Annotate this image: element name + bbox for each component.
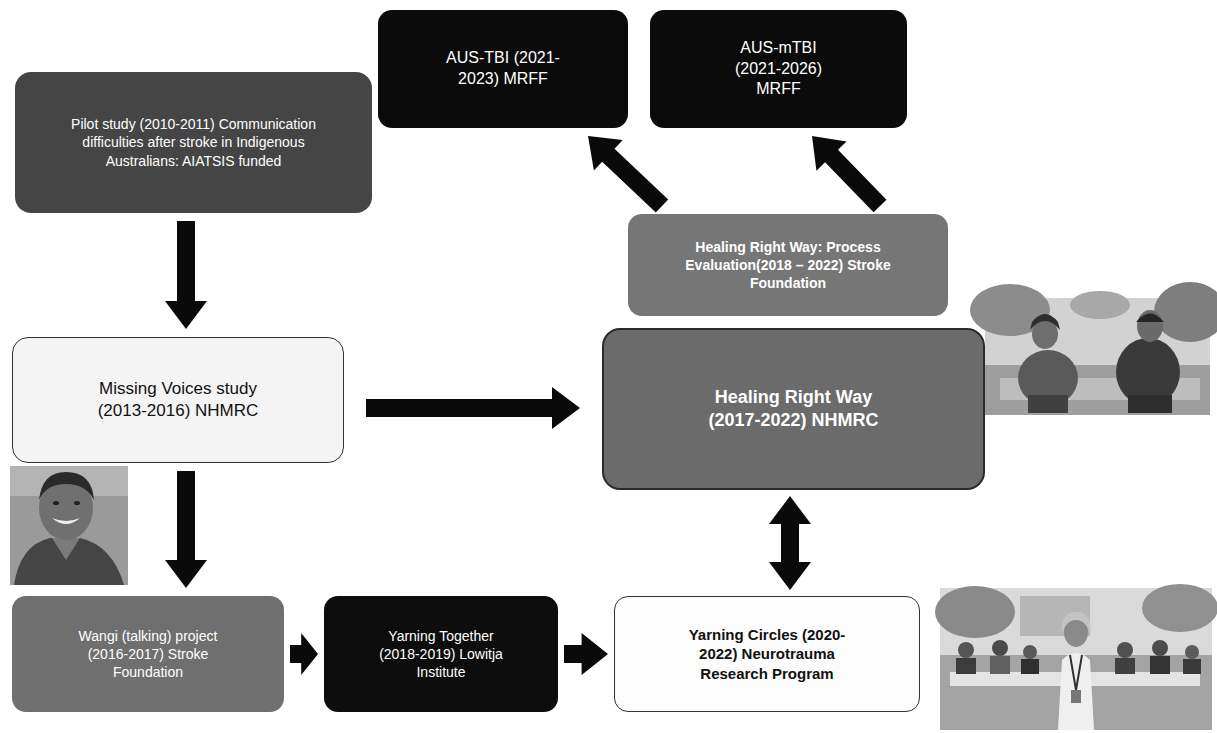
box-label: Healing Right Way: Process Evaluation(20…	[681, 238, 896, 293]
photo-shape	[1136, 314, 1164, 323]
photo-shape	[1070, 291, 1130, 319]
photo-shape	[1137, 310, 1163, 342]
photo-group-outdoors	[935, 584, 1217, 730]
photo-shape	[1150, 656, 1170, 674]
box-label: Wangi (talking) project (2016-2017) Stro…	[63, 627, 233, 682]
block-arrow	[564, 633, 608, 675]
photo-shape	[990, 656, 1010, 674]
photo-shape	[958, 642, 974, 658]
box-label: Healing Right Way (2017-2022) NHMRC	[694, 386, 894, 433]
photo-portrait	[10, 466, 128, 585]
project-box: Missing Voices study (2013-2016) NHMRC	[12, 337, 344, 463]
project-box: Yarning Together (2018-2019) Lowitja Ins…	[324, 596, 558, 712]
photo-shape	[956, 658, 976, 674]
block-arrow	[812, 136, 886, 212]
block-arrow	[290, 633, 318, 675]
block-arrow	[366, 387, 580, 429]
photo-shape	[53, 501, 59, 505]
photo-shape	[1028, 395, 1068, 413]
photo-shape	[935, 586, 1015, 638]
box-label: AUS-TBI (2021-2023) MRFF	[443, 48, 563, 90]
box-label: Pilot study (2010-2011) Communication di…	[69, 115, 319, 170]
photo-shape	[1152, 640, 1168, 656]
block-arrow	[769, 496, 811, 590]
photo-shape	[74, 501, 80, 505]
photo-shape	[1115, 658, 1135, 674]
photo-shape	[1070, 655, 1082, 690]
photo-shape	[52, 518, 80, 524]
photo-shape	[1023, 645, 1037, 659]
project-box: Wangi (talking) project (2016-2017) Stro…	[12, 596, 284, 712]
box-label: Yarning Together (2018-2019) Lowitja Ins…	[371, 627, 511, 682]
photo-shape	[1030, 314, 1060, 330]
photo-shape	[14, 538, 124, 585]
photo-shape	[1154, 282, 1217, 342]
project-box: Healing Right Way (2017-2022) NHMRC	[602, 328, 985, 490]
project-box: Yarning Circles (2020-2022) Neurotrauma …	[614, 596, 920, 712]
block-arrow	[588, 136, 668, 213]
box-label: AUS-mTBI (2021-2026) MRFF	[719, 38, 839, 100]
box-label: Missing Voices study (2013-2016) NHMRC	[91, 378, 266, 422]
funding-box: AUS-mTBI (2021-2026) MRFF	[650, 10, 907, 128]
photo-shape	[1021, 659, 1039, 674]
project-box: Healing Right Way: Process Evaluation(20…	[628, 214, 948, 316]
block-arrow	[165, 221, 207, 329]
project-box: Pilot study (2010-2011) Communication di…	[15, 72, 372, 213]
photo-shape	[1128, 395, 1172, 413]
photo-shape	[10, 466, 128, 585]
photo-two-people	[970, 282, 1217, 415]
funding-box: AUS-TBI (2021-2023) MRFF	[378, 10, 628, 128]
photo-shape	[1142, 584, 1217, 632]
photo-shape	[1058, 653, 1094, 730]
photo-shape	[1117, 642, 1133, 658]
photo-shape	[39, 472, 94, 500]
photo-shape	[52, 538, 80, 560]
photo-shape	[992, 640, 1008, 656]
photo-shape	[1185, 645, 1199, 659]
photo-shape	[1183, 659, 1201, 674]
photo-shape	[1071, 690, 1081, 703]
photo-shape	[1062, 612, 1091, 634]
box-label: Yarning Circles (2020-2022) Neurotrauma …	[675, 625, 860, 684]
block-arrow	[165, 471, 207, 588]
